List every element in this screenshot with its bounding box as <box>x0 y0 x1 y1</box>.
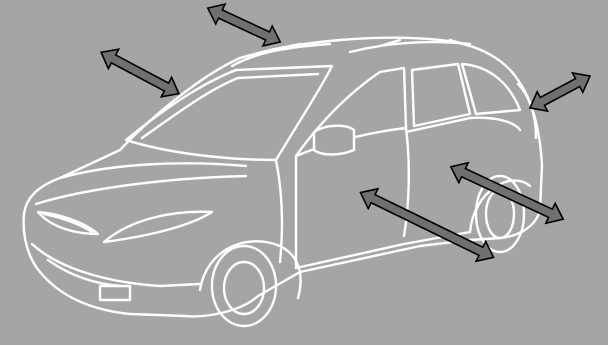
side-mirror <box>314 126 354 155</box>
hood-edge <box>36 176 246 204</box>
arrow-rear-side <box>446 157 568 229</box>
arrow-hood-left <box>96 43 184 104</box>
arrow-roof-top <box>203 0 285 52</box>
headlight <box>104 212 212 242</box>
arrow-rear-top <box>525 66 595 117</box>
middle-side-window <box>412 64 470 126</box>
roof-rail-rear <box>350 42 470 52</box>
fog-light <box>100 286 130 300</box>
minivan-outline <box>24 38 542 326</box>
